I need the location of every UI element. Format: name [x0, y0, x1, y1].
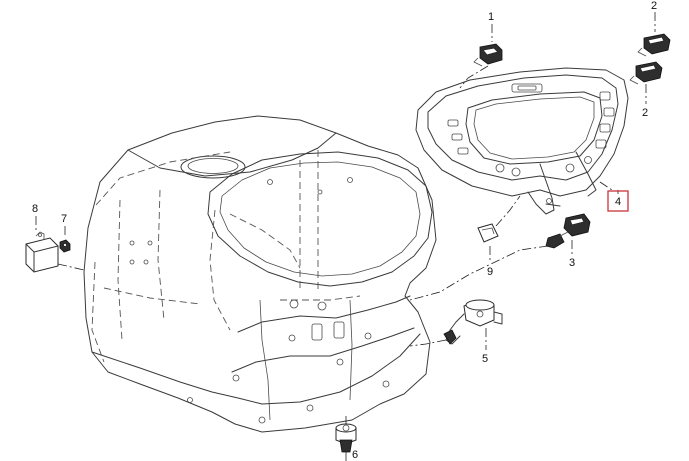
callout-2-upper: 2: [651, 0, 657, 12]
callout-8: 8: [32, 203, 38, 215]
nut-part-7: [59, 239, 71, 253]
callouts: 1 2 2 3 4 5 6 7 8 9: [32, 0, 657, 461]
clip-part-9: [477, 223, 499, 243]
callout-1: 1: [488, 11, 494, 23]
connector-part-1: [473, 43, 503, 67]
front-fairing-body: [83, 115, 437, 433]
pressure-sensor-part-5: [443, 299, 503, 345]
sensor-part-3: [545, 213, 591, 249]
leader-lines: [35, 12, 656, 461]
switch-part-2-lower: [629, 61, 663, 85]
callout-4: 4: [615, 196, 621, 208]
callout-5: 5: [482, 353, 488, 365]
bolt-part-6: [335, 423, 357, 453]
callout-4-highlight-box: [607, 190, 629, 212]
relay-part-8: [25, 231, 59, 273]
callout-6: 6: [352, 449, 358, 461]
callout-9: 9: [487, 266, 493, 278]
callout-3: 3: [569, 257, 575, 269]
callout-7: 7: [61, 213, 67, 225]
switch-part-2-upper: [637, 33, 671, 57]
callout-2-lower: 2: [642, 107, 648, 119]
instrument-cluster: [415, 67, 629, 215]
